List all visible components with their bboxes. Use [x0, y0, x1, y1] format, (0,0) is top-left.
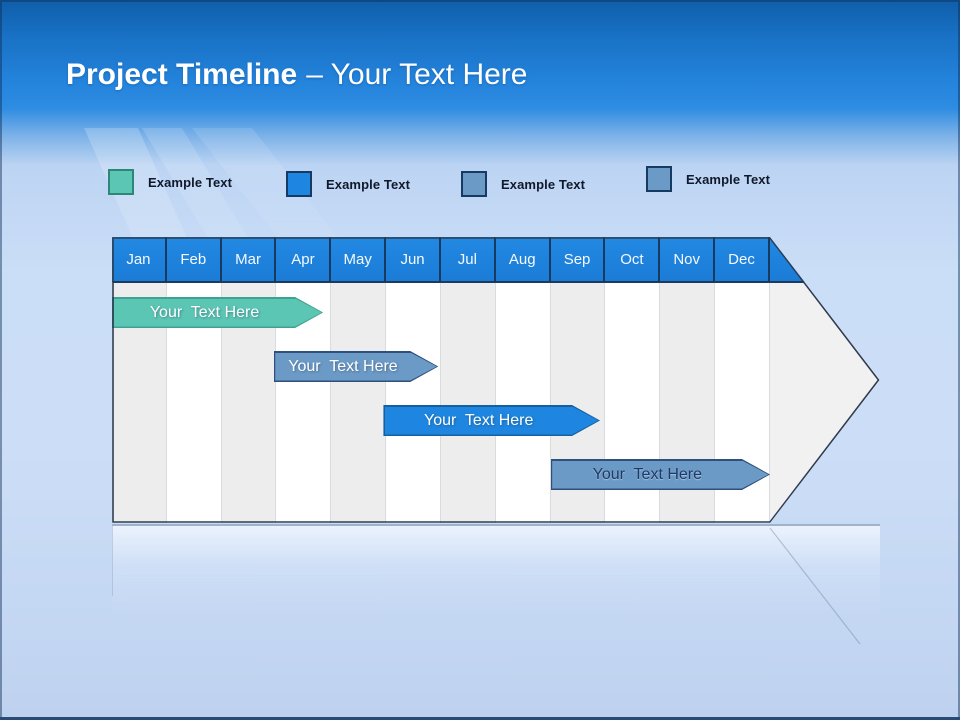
slide-bottom-border: [0, 717, 960, 720]
timeline-reflection: [112, 524, 880, 646]
gantt-bar: Your Text Here: [551, 459, 770, 490]
month-cell-oct: Oct: [605, 237, 661, 282]
legend-label: Example Text: [148, 174, 233, 190]
gantt-bar: Your Text Here: [274, 351, 439, 382]
month-cell-apr: Apr: [276, 237, 332, 282]
gantt-bar-label: Your Text Here: [149, 303, 260, 321]
gantt-bar-label: Your Text Here: [288, 357, 398, 375]
month-cell-nov: Nov: [660, 237, 716, 282]
gantt-bar-fill: Your Text Here: [114, 299, 322, 327]
month-cell-sep: Sep: [551, 237, 606, 282]
month-cell-jan: Jan: [112, 237, 167, 282]
month-cell-jun: Jun: [386, 237, 441, 282]
timeline-column: [495, 282, 551, 523]
title-placeholder-text: – Your Text Here: [306, 58, 528, 91]
gantt-bar-fill: Your Text Here: [552, 461, 768, 489]
gantt-bar-fill: Your Text Here: [385, 407, 599, 435]
month-cell-may: May: [331, 237, 387, 282]
month-cell-aug: Aug: [496, 237, 551, 282]
timeline-column: [331, 282, 387, 523]
legend-label: Example Text: [686, 171, 771, 187]
legend-item: Example Text: [108, 169, 232, 195]
legend-label: Example Text: [501, 176, 586, 192]
gantt-bar-label: Your Text Here: [592, 465, 703, 483]
month-cell-feb: Feb: [167, 237, 222, 282]
legend-item: Example Text: [286, 171, 410, 197]
gantt-bar: Your Text Here: [112, 297, 323, 328]
gantt-bar-label: Your Text Here: [424, 411, 534, 429]
reflection-lines: [112, 526, 861, 645]
legend-swatch: [286, 171, 312, 197]
month-cell-mar: Mar: [222, 237, 277, 282]
slide-title: Project Timeline– Your Text Here: [66, 58, 527, 92]
legend-label: Example Text: [326, 176, 411, 192]
legend-swatch: [461, 171, 487, 197]
legend-item: Example Text: [646, 166, 770, 192]
timeline-column: [440, 282, 496, 523]
month-cell-dec: Dec: [715, 237, 770, 282]
legend-swatch: [108, 169, 134, 195]
timeline-column: [386, 282, 441, 523]
gantt-bar: Your Text Here: [383, 405, 600, 436]
gantt-bar-fill: Your Text Here: [275, 353, 437, 381]
title-main: Project Timeline: [66, 58, 298, 91]
legend-item: Example Text: [461, 171, 585, 197]
month-cell-jul: Jul: [441, 237, 496, 282]
legend-swatch: [646, 166, 672, 192]
